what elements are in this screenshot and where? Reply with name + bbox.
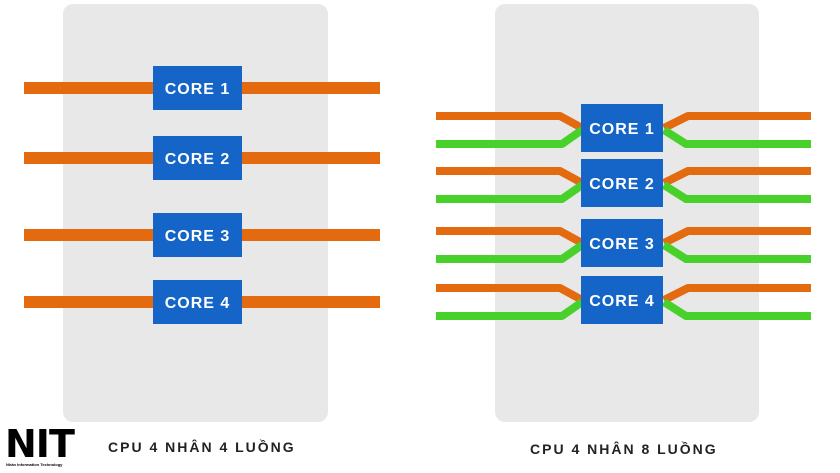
- right-diagram: CORE 1 CORE 2 CORE 3 CORE 4: [436, 104, 811, 324]
- core-label: CORE 1: [589, 121, 655, 138]
- core-box: [581, 276, 663, 324]
- core-label: CORE 3: [165, 228, 231, 245]
- thread-line-1: [436, 167, 584, 187]
- thread-line-2: [436, 241, 585, 263]
- caption-4-core-8-thread: CPU 4 NHÂN 8 LUỒNG: [530, 441, 718, 457]
- thread-line-1: [662, 112, 811, 132]
- thread-line-1: [662, 227, 811, 247]
- thread-line-1: [436, 284, 584, 304]
- thread-line-2: [661, 126, 811, 148]
- core-label: CORE 1: [165, 81, 231, 98]
- core-label: CORE 2: [589, 176, 655, 193]
- core-box: [153, 136, 242, 180]
- thread-line-1: [436, 112, 584, 132]
- nit-logo: NIT Nhân Information Technology: [3, 422, 75, 470]
- thread-line-2: [661, 181, 811, 203]
- hyperthread-panel: [495, 4, 759, 422]
- thread-line-1: [436, 227, 584, 247]
- thread-line-2: [436, 181, 585, 203]
- caption-4-core-4-thread: CPU 4 NHÂN 4 LUỒNG: [108, 439, 296, 455]
- core-box: [581, 159, 663, 207]
- core-box: [153, 280, 242, 324]
- thread-line-2: [436, 298, 585, 320]
- core-label: CORE 2: [165, 151, 231, 168]
- core-box: [581, 219, 663, 267]
- left-diagram: CORE 1 CORE 2 CORE 3 CORE 4: [24, 66, 380, 324]
- thread-line-2: [436, 126, 585, 148]
- thread-line-1: [662, 284, 811, 304]
- core-label: CORE 4: [589, 293, 655, 310]
- core-label: CORE 4: [165, 295, 231, 312]
- thread-line-2: [661, 241, 811, 263]
- core-box: [581, 104, 663, 152]
- core-box: [153, 66, 242, 110]
- thread-line-1: [662, 167, 811, 187]
- thread-line-2: [661, 298, 811, 320]
- logo-subtitle: Nhân Information Technology: [6, 462, 63, 467]
- core-label: CORE 3: [589, 236, 655, 253]
- core-box: [153, 213, 242, 257]
- logo-text: NIT: [5, 422, 75, 466]
